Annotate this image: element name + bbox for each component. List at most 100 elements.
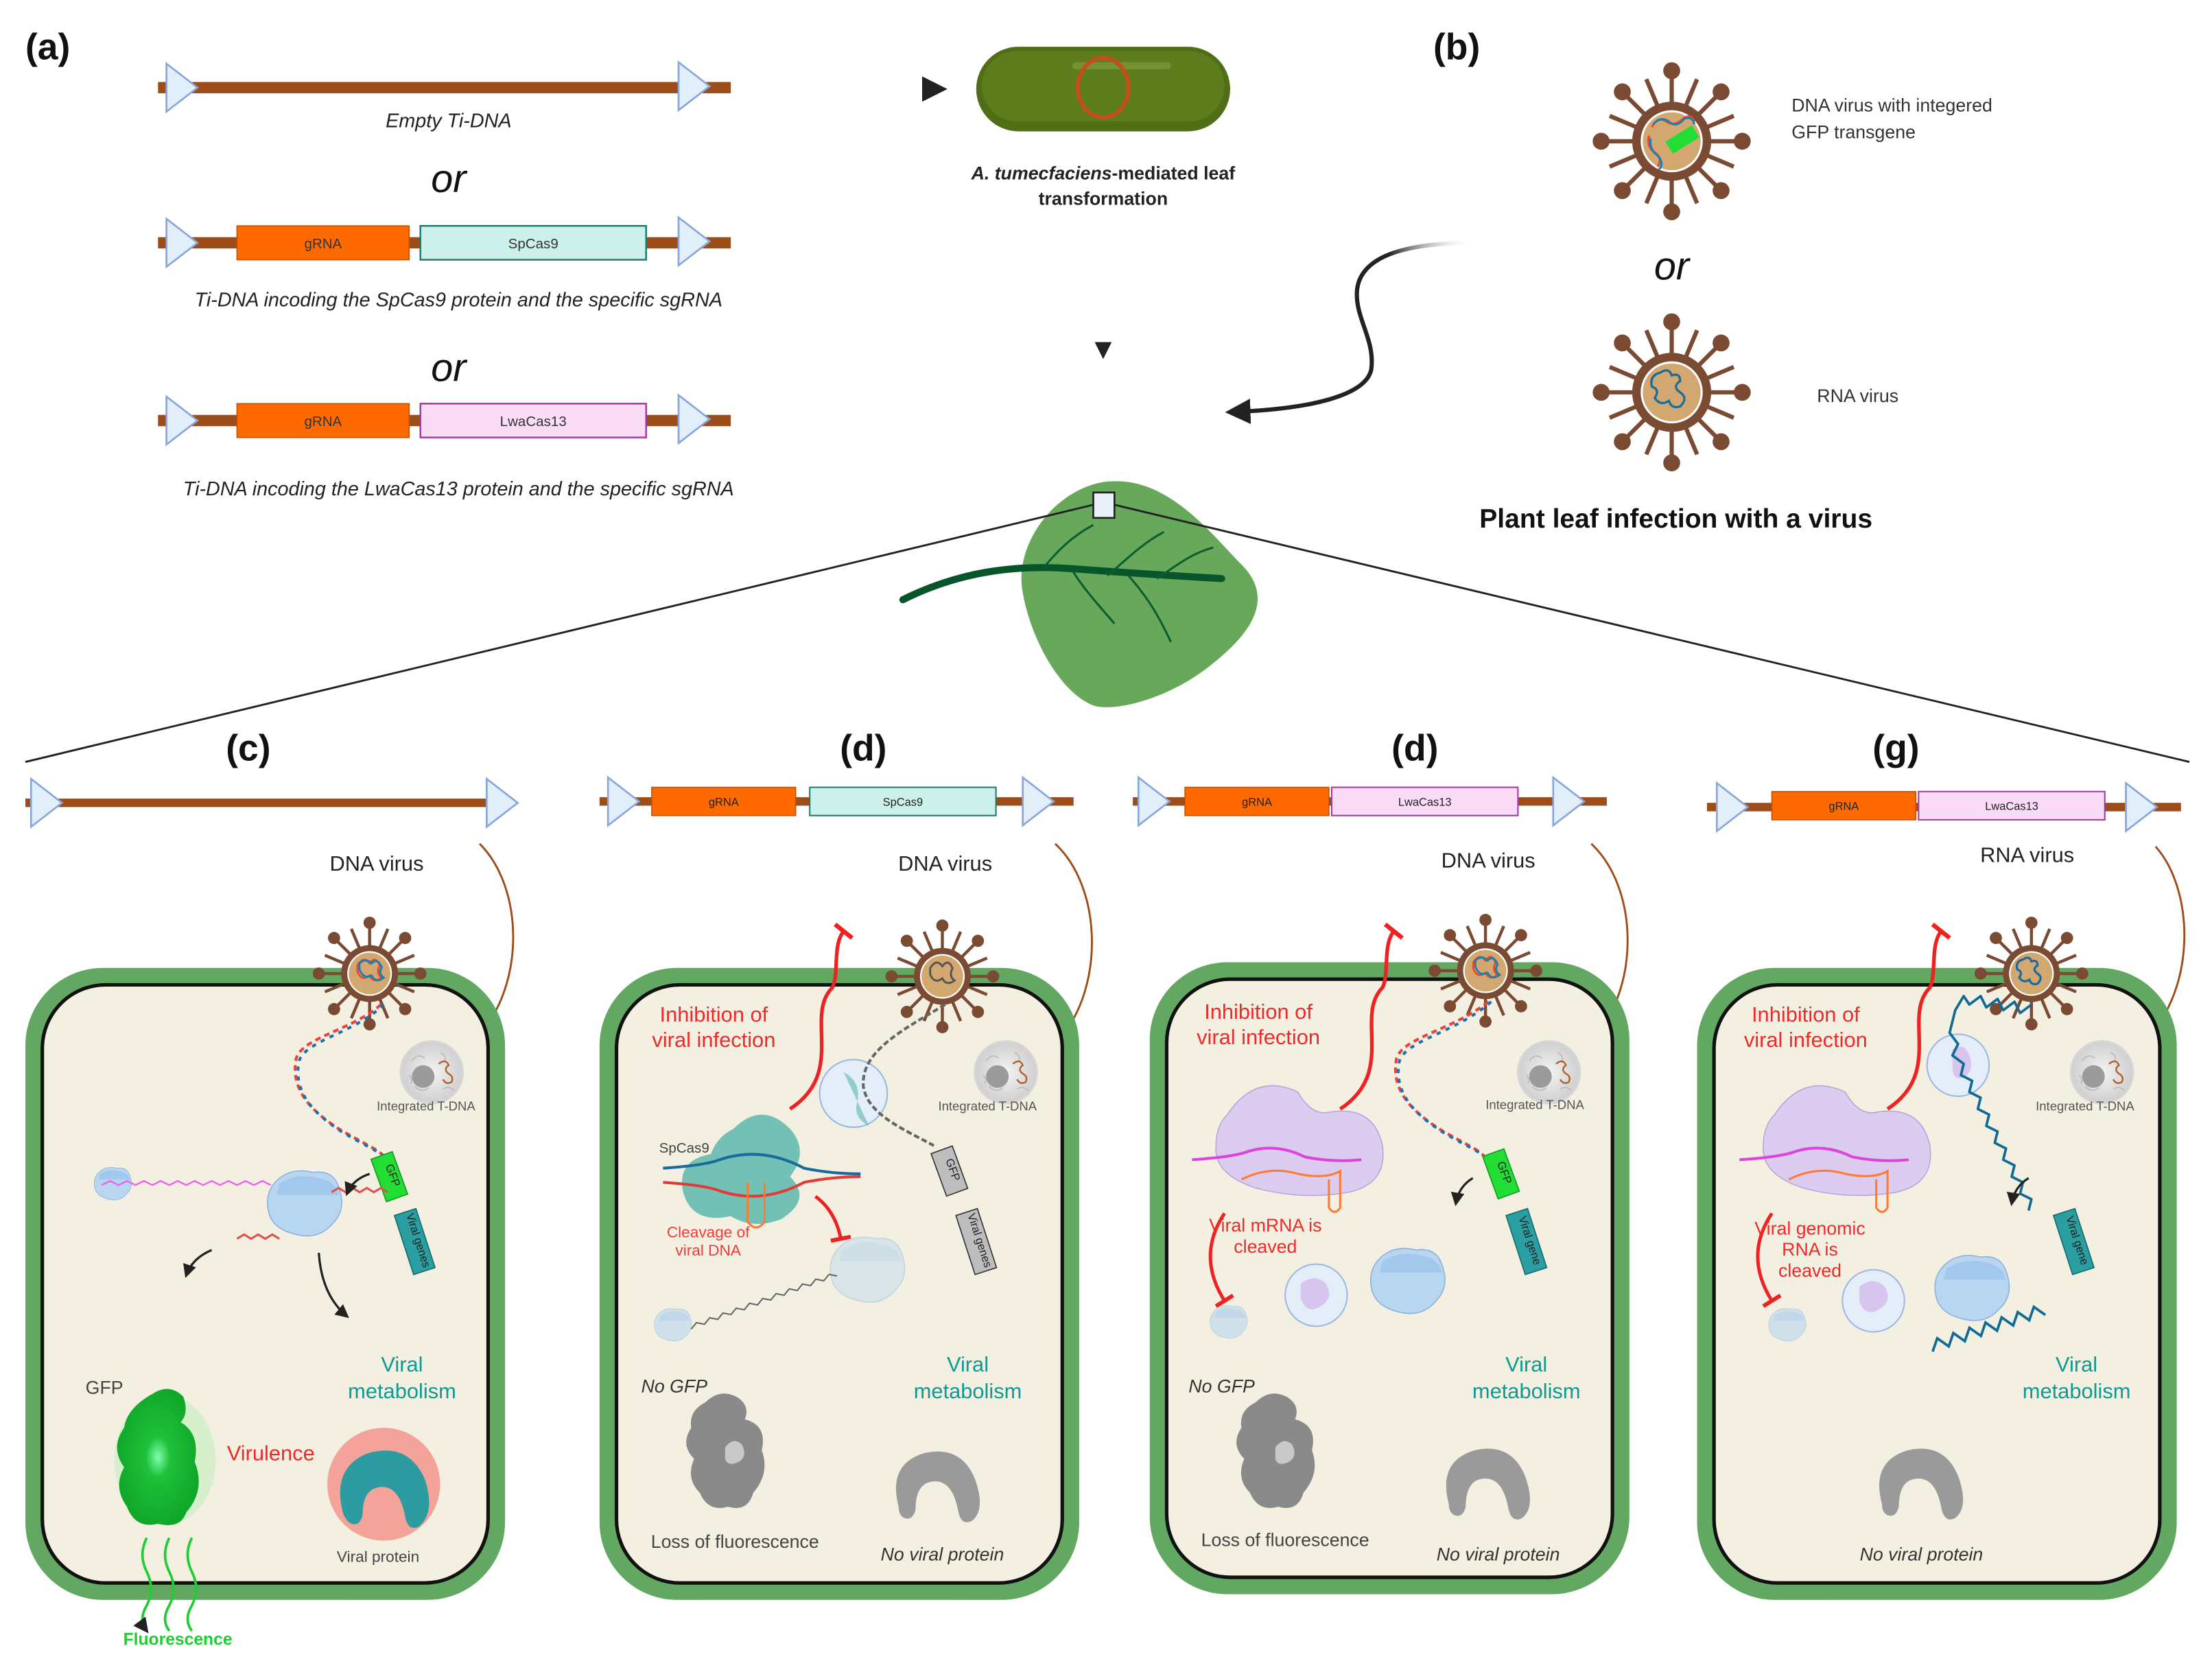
virulence-label: Virulence <box>227 1441 315 1465</box>
cleaved-label-g-3: cleaved <box>1778 1260 1842 1281</box>
no-gfp-label-d1: No GFP <box>642 1376 708 1397</box>
zoom-line-left <box>25 502 1098 763</box>
loss-fluorescence-label-d2: Loss of fluorescence <box>1201 1530 1369 1551</box>
construct-caption-empty: Empty Ti-DNA <box>386 110 512 132</box>
gfp-gene-block <box>930 1145 969 1197</box>
grna-label-d1: gRNA <box>709 796 739 808</box>
spcas9-gene-box <box>419 224 647 261</box>
zoom-inset <box>819 1059 889 1129</box>
viral-metabolism-c-1: Viral <box>381 1352 423 1376</box>
or-label-b: or <box>1654 244 1691 288</box>
cleavage-label-d1-1: Cleavage of <box>667 1223 750 1240</box>
viral-genes-block <box>1505 1208 1548 1275</box>
viral-protein-label: Viral protein <box>337 1548 419 1565</box>
dna-virus-label-line2: GFP transgene <box>1791 122 1916 143</box>
panel-label-a: (a) <box>25 27 70 68</box>
lwacas13-gene-box <box>419 403 647 438</box>
tdna-label-g: Integrated T-DNA <box>2036 1098 2134 1113</box>
inhibition-arrow <box>788 922 854 1111</box>
or-label-1: or <box>431 157 468 201</box>
loss-fluorescence-label-d1: Loss of fluorescence <box>651 1531 819 1552</box>
gfp-gene-block <box>1481 1148 1520 1200</box>
dna-virus-icon-d1 <box>886 919 1000 1033</box>
panel-d-spcas9: (d) gRNA SpCas9 DNA virus Inhibition of … <box>599 728 1093 1600</box>
gfp-label-c: GFP <box>86 1378 123 1398</box>
panel-d-lwacas13: (d) gRNA LwaCas13 DNA virus Inhibition o… <box>1133 728 1629 1594</box>
agrobacterium-icon <box>976 47 1230 132</box>
lwacas13-protein-icon <box>1739 1085 1931 1213</box>
rna-virus-icon <box>1592 314 1750 471</box>
transformation-label-line1: A. tumecfaciens-mediated leaf <box>971 163 1236 183</box>
lwacas13-gene-box <box>1330 786 1519 816</box>
dna-virus-icon-c <box>313 917 427 1031</box>
panel-label-d1: (d) <box>840 728 886 768</box>
fluorescence-label: Fluorescence <box>123 1631 233 1649</box>
viral-metabolism-d1-2: metabolism <box>914 1379 1022 1403</box>
leaf-zoom-square <box>1092 491 1116 519</box>
spcas9-label-d1: SpCas9 <box>883 796 923 808</box>
no-gfp-label-d2: No GFP <box>1188 1376 1255 1397</box>
viral-metabolism-g-2: metabolism <box>2023 1379 2131 1403</box>
zoom-line-right <box>1109 502 2190 763</box>
dna-virus-icon-d2 <box>1428 914 1542 1028</box>
inhibition-label-d1-1: Inhibition of <box>660 1002 768 1026</box>
rna-virus-label: RNA virus <box>1817 386 1898 406</box>
no-viral-protein-label-d2: No viral protein <box>1437 1544 1560 1564</box>
grna-gene-box <box>236 403 410 438</box>
construct-caption-lwacas13: Ti-DNA incoding the LwaCas13 protein and… <box>183 478 734 500</box>
viral-metabolism-d2-1: Viral <box>1505 1352 1547 1376</box>
cleavage-label-d1-2: viral DNA <box>675 1242 741 1259</box>
viral-metabolism-d2-2: metabolism <box>1472 1379 1581 1403</box>
panel-g: (g) gRNA LwaCas13 RNA virus Inhibition o… <box>1697 728 2186 1600</box>
inhibition-label-d2-1: Inhibition of <box>1204 1000 1313 1024</box>
grna-gene-box <box>1184 786 1330 816</box>
gfp-protein-icon <box>114 1389 216 1525</box>
no-viral-protein-label-g: No viral protein <box>1860 1544 1984 1564</box>
panel-b-title: Plant leaf infection with a virus <box>1479 504 1872 534</box>
grna-label-d2: gRNA <box>1242 796 1272 808</box>
transformation-label-rest: -mediated leaf <box>1112 163 1236 183</box>
fluorescence-waves <box>133 1537 198 1634</box>
dna-virus-label-line1: DNA virus with integered <box>1791 95 1992 116</box>
panel-label-c: (c) <box>226 728 270 768</box>
lwacas13-gene-box <box>1918 790 2106 821</box>
virus-label-g: RNA virus <box>1980 843 2074 867</box>
viral-protein-icon <box>340 1450 430 1529</box>
lwacas13-label-a: LwaCas13 <box>500 414 567 429</box>
lwacas13-protein-icon <box>1192 1085 1384 1213</box>
tdna-label-c: Integrated T-DNA <box>377 1098 475 1113</box>
cleaved-label-g-2: RNA is <box>1782 1239 1838 1260</box>
grna-label-a3: gRNA <box>304 414 342 429</box>
or-label-2: or <box>431 346 468 390</box>
lwacas13-label-d2: LwaCas13 <box>1398 796 1452 808</box>
spcas9-protein-icon <box>663 1114 861 1229</box>
rna-virus-icon-g <box>1975 917 2089 1031</box>
tdna-label-d2: Integrated T-DNA <box>1485 1097 1584 1111</box>
viral-genes-block <box>955 1208 998 1275</box>
lwacas13-construct <box>158 394 731 446</box>
viral-metabolism-g-1: Viral <box>2056 1352 2097 1376</box>
species-name: A. tumecfaciens <box>971 163 1112 183</box>
inhibition-label-d2-2: viral infection <box>1197 1025 1320 1049</box>
empty-construct-c <box>25 799 491 808</box>
virus-label-d2: DNA virus <box>1442 849 1536 873</box>
gfp-gene-block <box>370 1151 409 1203</box>
grna-gene-box <box>651 786 797 816</box>
panel-label-b: (b) <box>1433 27 1480 68</box>
dna-virus-gfp-icon <box>1592 62 1750 220</box>
panel-c: (c) DNA virus Integrated T-DNA GFP Viral… <box>25 728 519 1649</box>
cleaved-label-d2-1: Viral mRNA is <box>1209 1215 1321 1236</box>
transformation-label-line2: transformation <box>1039 188 1168 209</box>
viral-genes-block <box>2052 1208 2095 1275</box>
viral-metabolism-d1-1: Viral <box>947 1352 989 1376</box>
viral-metabolism-c-2: metabolism <box>348 1379 456 1403</box>
grna-gene-box <box>236 225 410 261</box>
virus-label-d1: DNA virus <box>898 851 992 875</box>
cleaved-label-d2-2: cleaved <box>1234 1236 1297 1257</box>
spcas9-gene-box <box>809 786 997 816</box>
inhibition-label-g-1: Inhibition of <box>1752 1002 1860 1026</box>
cleaved-label-g-1: Viral genomic <box>1754 1218 1865 1238</box>
spcas9-label-a: SpCas9 <box>508 236 558 252</box>
grna-label-g: gRNA <box>1828 800 1859 812</box>
